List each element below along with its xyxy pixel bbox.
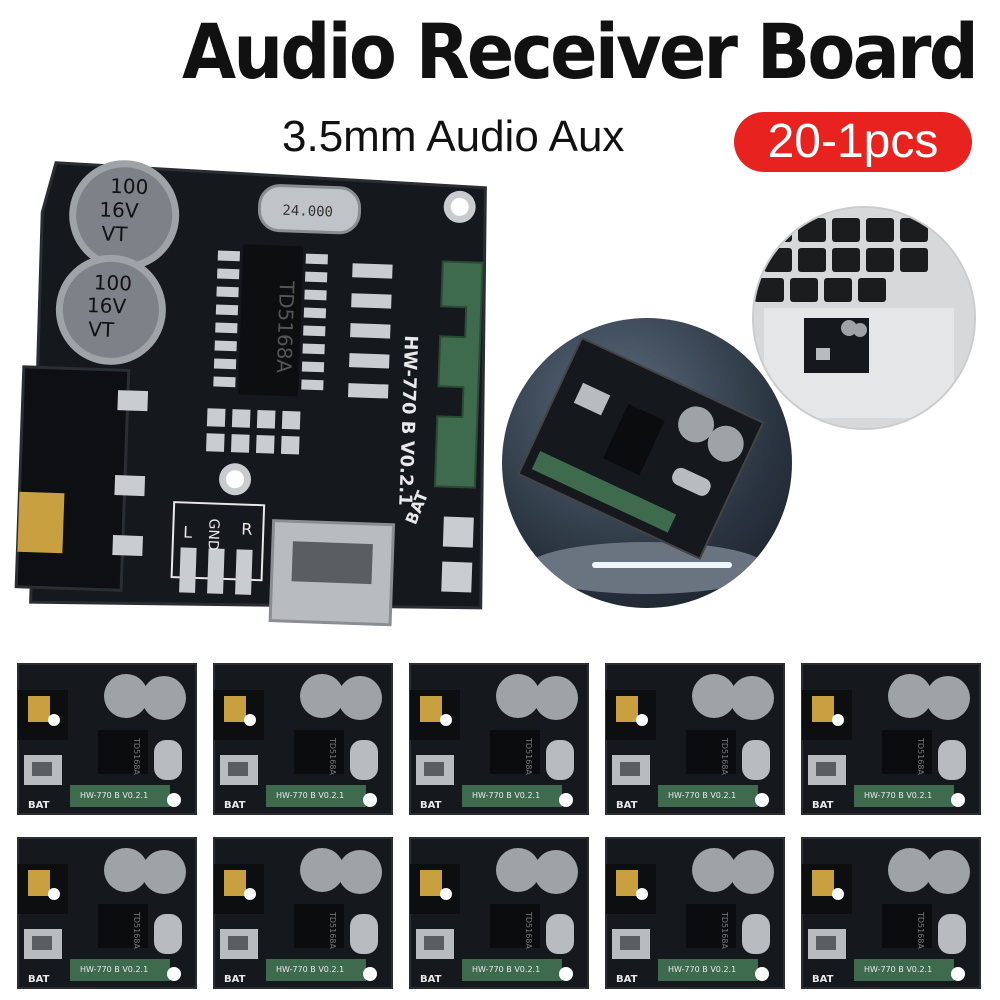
board-thumbnail: BAT HW-770 B V0.2.1 TD5168A [17,837,197,989]
svg-text:TD5168A: TD5168A [916,737,925,775]
pin-label-r: R [241,520,253,539]
capacitor-text: 16V [87,293,127,318]
svg-text:HW-770 B V0.2.1: HW-770 B V0.2.1 [472,791,540,800]
hero-board-image: 100 16V VT 100 16V VT 24.000 TD5168A [14,160,487,627]
board-thumbnail: BAT HW-770 B V0.2.1 TD5168A [605,837,785,989]
board-thumbnail: BAT HW-770 B V0.2.1 TD5168A [801,663,981,815]
pin-header-lgr: L GND R [170,501,266,595]
svg-text:HW-770 B V0.2.1: HW-770 B V0.2.1 [276,965,344,974]
capacitor-bottom: 100 16V VT [55,254,166,365]
capacitor-text: 100 [110,174,149,199]
subtitle: 3.5mm Audio Aux [282,112,625,161]
crystal-text: 24.000 [282,203,333,221]
svg-text:HW-770 B V0.2.1: HW-770 B V0.2.1 [80,791,148,800]
svg-text:BAT: BAT [616,800,638,811]
svg-text:TD5168A: TD5168A [524,737,533,775]
svg-text:BAT: BAT [616,974,638,985]
board-thumbnail: BAT HW-770 B V0.2.1 TD5168A [213,663,393,815]
svg-text:BAT: BAT [224,800,246,811]
svg-text:TD5168A: TD5168A [132,911,141,949]
svg-text:HW-770 B V0.2.1: HW-770 B V0.2.1 [864,965,932,974]
svg-text:TD5168A: TD5168A [328,737,337,775]
pin-label-l: L [183,522,193,541]
board-on-laptop-photo [752,206,976,430]
crystal-oscillator: 24.000 [257,184,362,235]
svg-text:BAT: BAT [28,800,50,811]
svg-text:HW-770 B V0.2.1: HW-770 B V0.2.1 [80,965,148,974]
svg-text:HW-770 B V0.2.1: HW-770 B V0.2.1 [472,965,540,974]
board-thumbnail: BAT HW-770 B V0.2.1 TD5168A [17,663,197,815]
svg-text:HW-770 B V0.2.1: HW-770 B V0.2.1 [276,791,344,800]
svg-text:HW-770 B V0.2.1: HW-770 B V0.2.1 [668,965,736,974]
svg-text:TD5168A: TD5168A [132,737,141,775]
svg-text:TD5168A: TD5168A [916,911,925,949]
capacitor-text: VT [88,317,116,342]
svg-text:HW-770 B V0.2.1: HW-770 B V0.2.1 [864,791,932,800]
capacitor-text: VT [101,221,129,246]
svg-text:TD5168A: TD5168A [524,911,533,949]
board-thumbnail: BAT HW-770 B V0.2.1 TD5168A [409,837,589,989]
board-thumbnail: BAT HW-770 B V0.2.1 TD5168A [213,837,393,989]
svg-text:TD5168A: TD5168A [720,737,729,775]
audio-jack [14,365,149,592]
svg-text:BAT: BAT [420,974,442,985]
chip-text: TD5168A [272,280,299,374]
svg-text:TD5168A: TD5168A [328,911,337,949]
micro-usb-port [268,519,396,627]
svg-text:BAT: BAT [224,974,246,985]
svg-text:BAT: BAT [812,800,834,811]
capacitor-text: 100 [93,270,132,295]
svg-text:BAT: BAT [812,974,834,985]
board-on-pedestal-photo [502,318,792,608]
quantity-badge: 20-1pcs [734,112,972,172]
main-chip: TD5168A [213,244,328,397]
svg-text:HW-770 B V0.2.1: HW-770 B V0.2.1 [668,791,736,800]
board-thumbnail: BAT HW-770 B V0.2.1 TD5168A [801,837,981,989]
page-title: Audio Receiver Board [182,7,979,96]
pin-label-gnd: GND [205,518,222,551]
capacitor-text: 16V [99,197,139,222]
capacitor-top: 100 16V VT [69,160,180,271]
svg-text:BAT: BAT [28,974,50,985]
board-thumbnail: BAT HW-770 B V0.2.1 TD5168A [409,663,589,815]
board-thumbnail: BAT HW-770 B V0.2.1 TD5168A [605,663,785,815]
svg-text:TD5168A: TD5168A [720,911,729,949]
svg-text:BAT: BAT [420,800,442,811]
